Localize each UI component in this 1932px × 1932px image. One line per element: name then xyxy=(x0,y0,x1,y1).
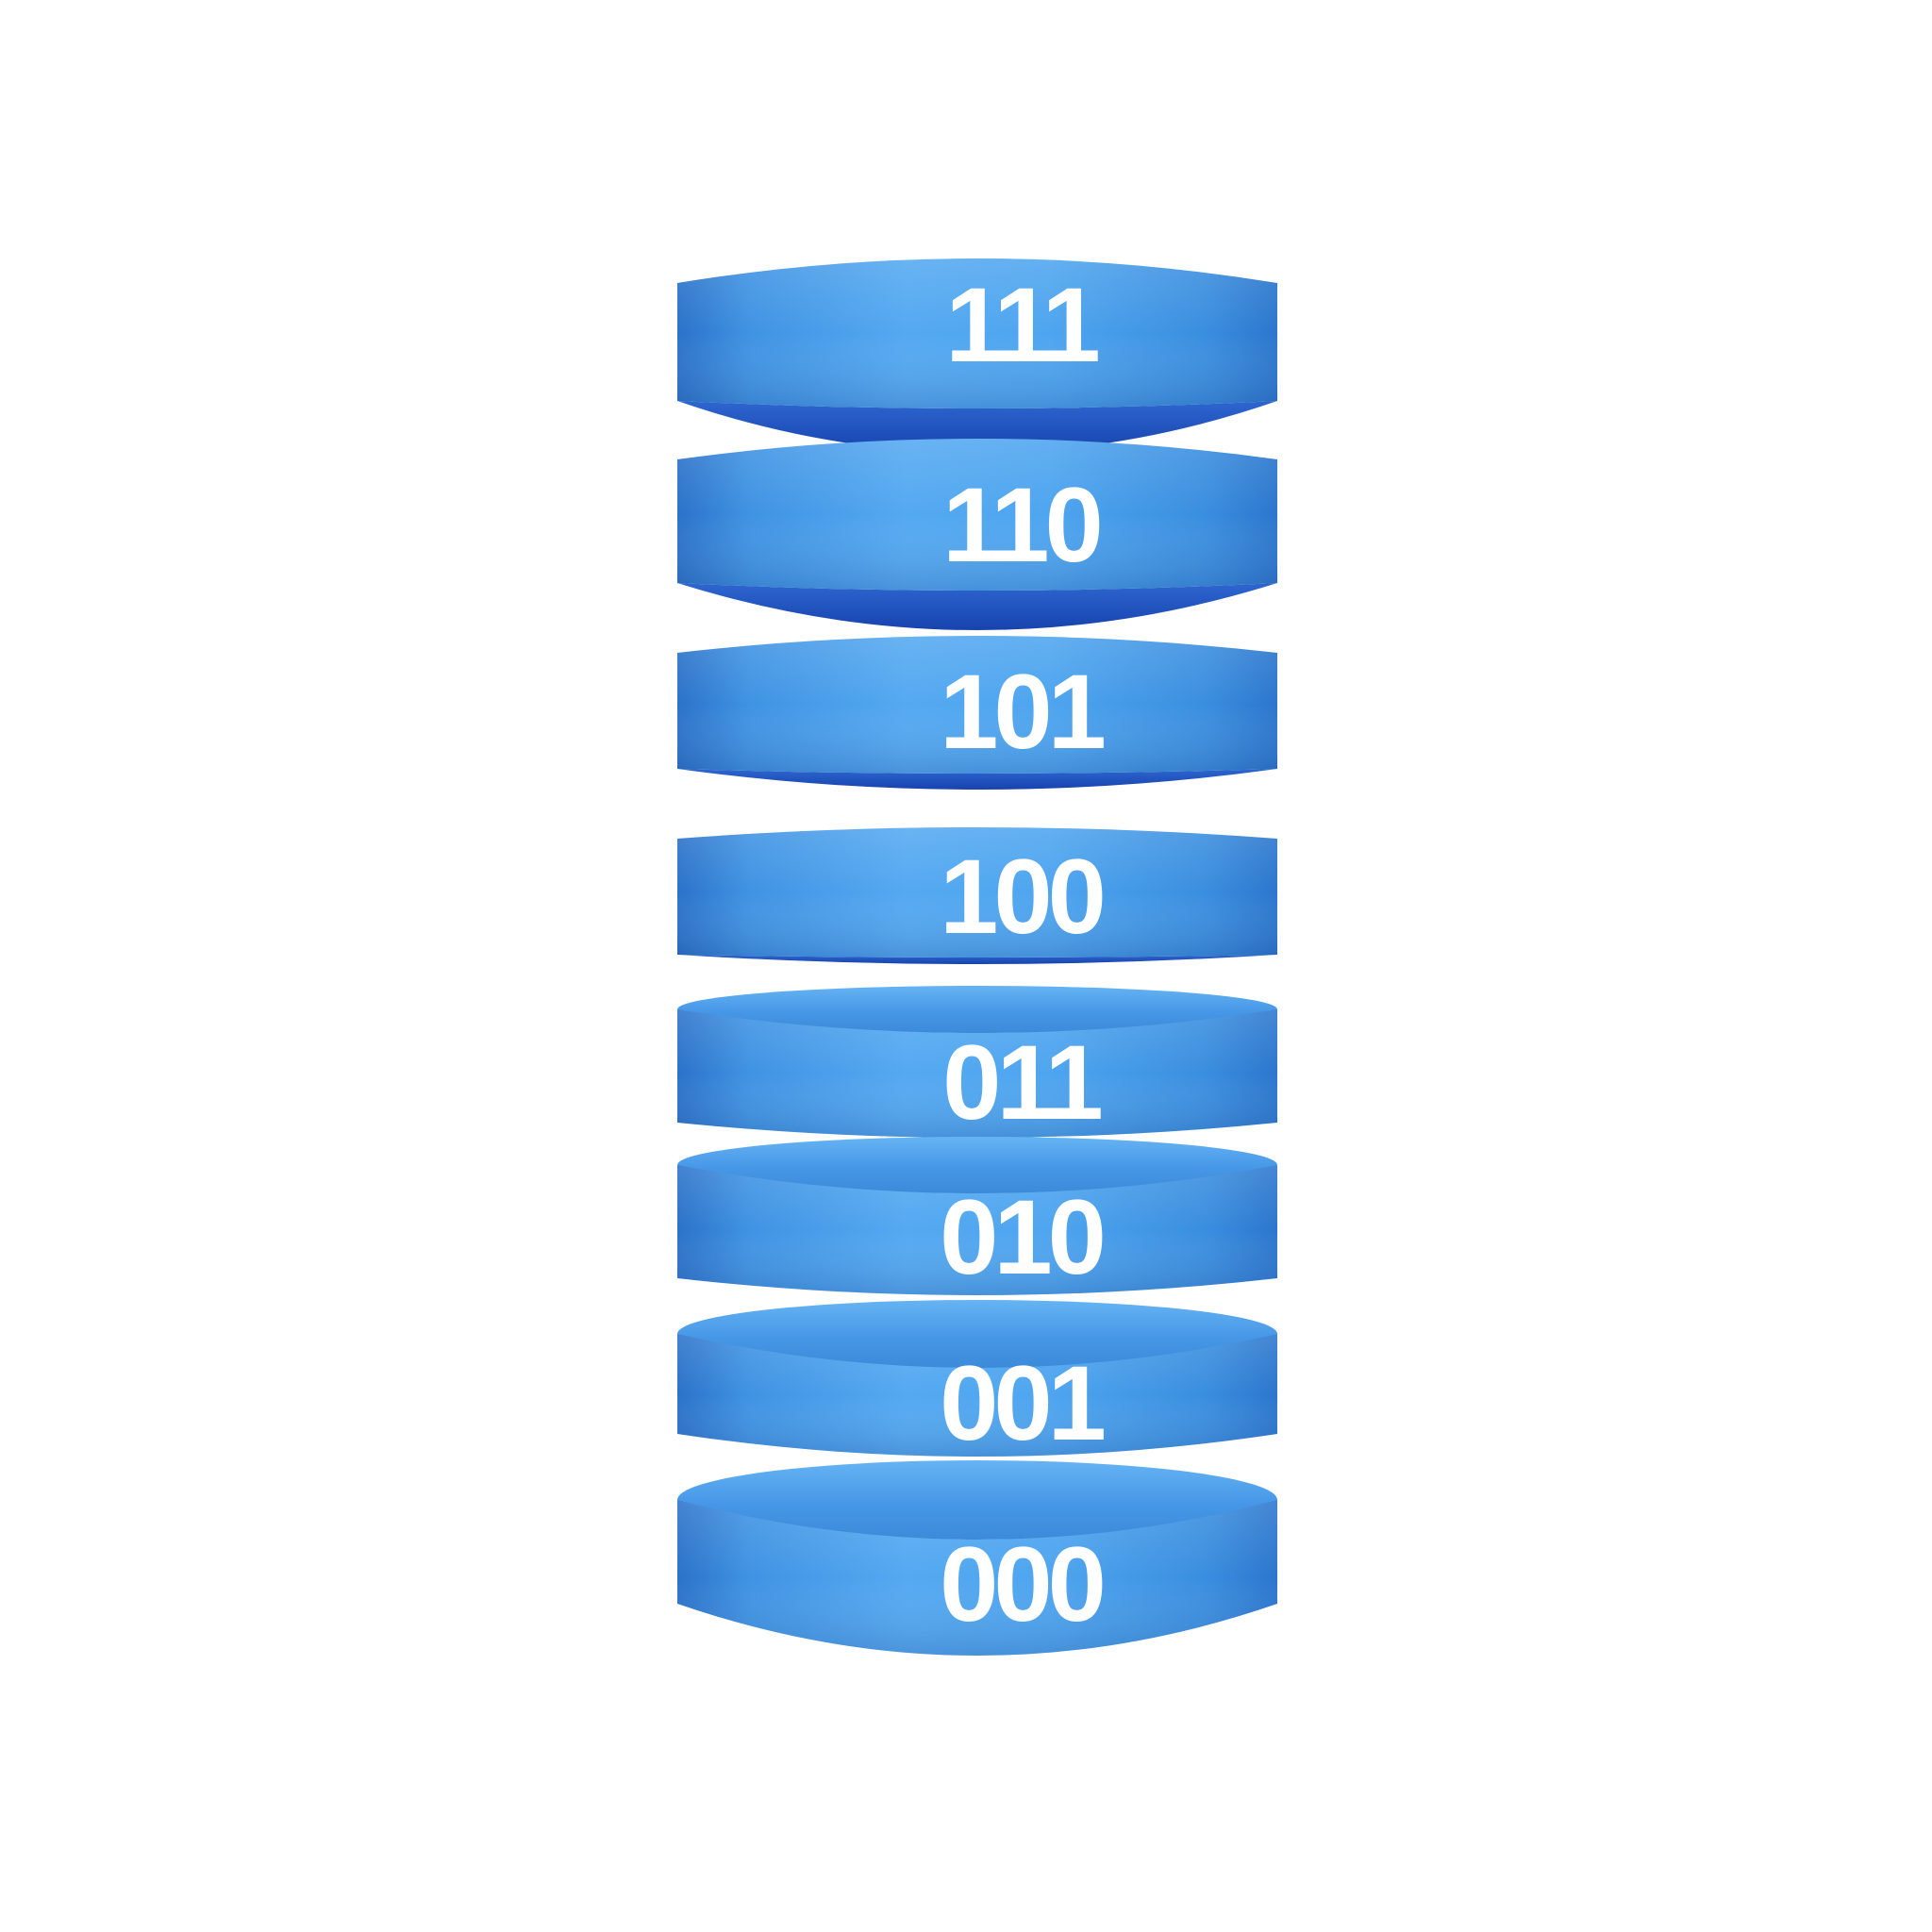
disc-underside xyxy=(677,955,1277,964)
disc-111: 111 xyxy=(677,258,1277,453)
band-shading xyxy=(677,1165,1277,1295)
band-shading xyxy=(677,1500,1277,1656)
band-shading xyxy=(677,827,1277,958)
disc-top-face xyxy=(677,1137,1277,1193)
disc-101: 101 xyxy=(677,636,1277,790)
disc-top-face xyxy=(677,1460,1277,1540)
band-shading xyxy=(677,636,1277,774)
disc-label: 010 xyxy=(940,1178,1103,1296)
band-shading xyxy=(677,1009,1277,1138)
band-shading xyxy=(677,1334,1277,1457)
disc-label: 001 xyxy=(940,1344,1105,1462)
disc-label: 011 xyxy=(942,1024,1101,1141)
disc-000: 000 xyxy=(677,1460,1277,1656)
disc-label: 101 xyxy=(940,653,1105,771)
disc-010: 010 xyxy=(677,1137,1277,1296)
disc-top-face xyxy=(677,1300,1277,1368)
disc-underside xyxy=(677,583,1277,630)
disc-110: 110 xyxy=(677,439,1277,630)
disc-top-face xyxy=(677,986,1277,1033)
band-shading xyxy=(677,439,1277,591)
disc-label: 111 xyxy=(945,266,1098,384)
disc-underside xyxy=(677,401,1277,453)
band-shading xyxy=(677,258,1277,408)
disc-label: 110 xyxy=(942,466,1099,584)
disc-label: 000 xyxy=(940,1525,1103,1643)
disc-001: 001 xyxy=(677,1300,1277,1462)
disc-100: 100 xyxy=(677,827,1277,964)
disc-label: 100 xyxy=(940,838,1103,956)
disc-underside xyxy=(677,769,1277,790)
disc-011: 011 xyxy=(677,986,1277,1141)
